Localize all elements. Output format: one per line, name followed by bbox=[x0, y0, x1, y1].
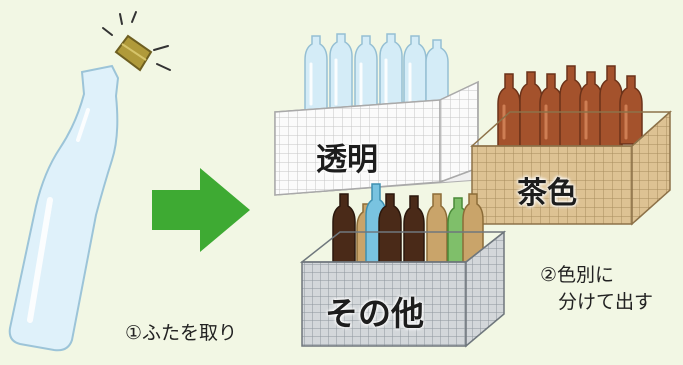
label-brown: 茶色 bbox=[517, 176, 577, 211]
crate-other bbox=[299, 183, 507, 348]
right-arrow-icon bbox=[152, 168, 250, 252]
pop-lines-icon bbox=[102, 11, 171, 71]
crate-clear bbox=[274, 33, 479, 196]
step2-text-line2: 分けて出す bbox=[558, 291, 654, 313]
crate-brown bbox=[470, 65, 672, 226]
step1-text: ①ふたを取り bbox=[125, 322, 238, 344]
glass-bottle-icon bbox=[8, 64, 120, 352]
label-clear: 透明 bbox=[316, 142, 378, 178]
label-other: その他 bbox=[325, 294, 424, 333]
step2-text-line1: ②色別に bbox=[540, 264, 615, 286]
bottle-cap-icon bbox=[114, 34, 153, 72]
